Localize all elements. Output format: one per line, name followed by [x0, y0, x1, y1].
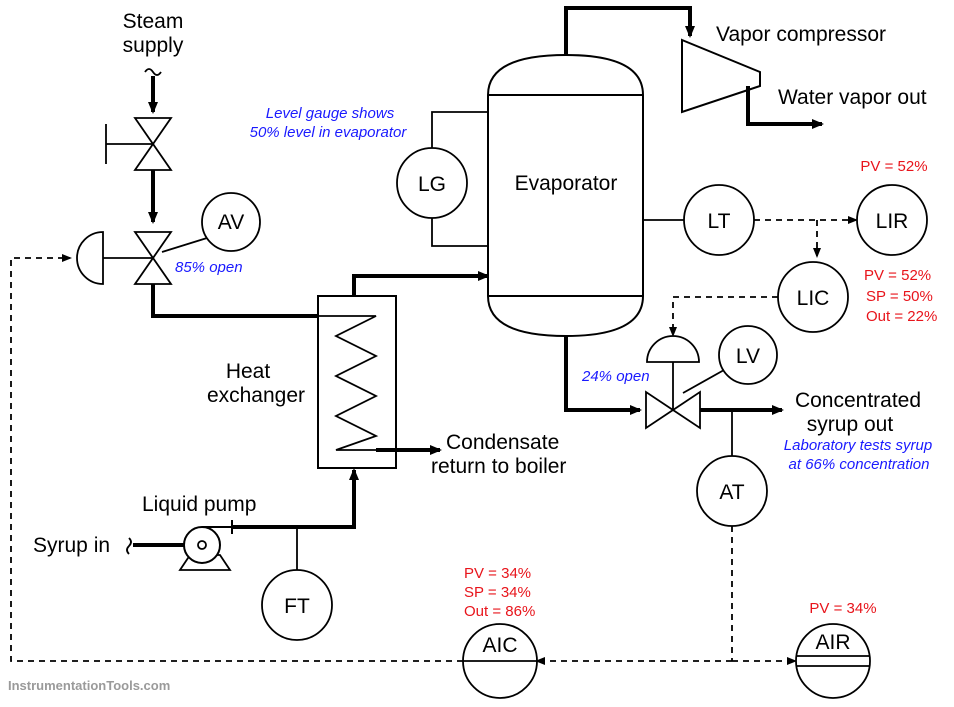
lv-tag: LV [736, 345, 760, 368]
break-symbol-icon [144, 68, 162, 76]
steam-supply: Steam supply [123, 10, 184, 114]
lg-bubble[interactable] [396, 147, 468, 219]
aic-tag: AIC [482, 634, 517, 657]
ft-bubble[interactable] [261, 569, 333, 641]
lv-open-note: 24% open [581, 368, 650, 385]
heat-exchanger-label-line1: Heat [226, 360, 271, 383]
aic-sp-reading: SP = 34% [464, 584, 531, 601]
vapor-compressor-label: Vapor compressor [716, 23, 886, 46]
av-open-note: 85% open [175, 259, 243, 276]
level-gauge-note-line1: Level gauge shows [266, 105, 395, 122]
concentrated-label-line1: Concentrated [795, 389, 921, 412]
lg-tag: LG [418, 173, 446, 196]
lir-pv-reading: PV = 52% [860, 158, 927, 175]
av-bubble[interactable] [201, 192, 261, 252]
lir-tag: LIR [876, 210, 909, 233]
steam-supply-label-line1: Steam [123, 10, 184, 33]
av-link [161, 237, 208, 253]
water-vapor-out-pipe [746, 86, 824, 129]
manual-steam-valve[interactable] [105, 117, 173, 171]
evaporator-vessel [487, 53, 644, 338]
av-tag: AV [218, 211, 244, 234]
steam-control-valve[interactable] [76, 231, 173, 285]
steam-to-hx-pipe [151, 284, 318, 318]
evaporator-label: Evaporator [515, 172, 618, 195]
at-tag: AT [719, 481, 744, 504]
lic-out-reading: Out = 22% [866, 308, 937, 325]
break-symbol-icon [126, 537, 132, 555]
lic-tag: LIC [797, 287, 830, 310]
evaporator-outlet-pipe [564, 336, 642, 415]
vapor-to-compressor-pipe [564, 6, 695, 55]
air-bubble[interactable] [795, 623, 871, 699]
liquid-pump-label: Liquid pump [142, 493, 256, 516]
aic-out-reading: Out = 86% [464, 603, 535, 620]
valve-actuator-icon [646, 335, 700, 363]
heat-exchanger-label-line2: exchanger [207, 384, 305, 407]
lir-bubble[interactable] [856, 184, 928, 256]
syrup-in-label: Syrup in [33, 534, 110, 557]
lv-bubble[interactable] [718, 325, 778, 385]
lv-link [682, 369, 725, 394]
level-gauge-note-line2: 50% level in evaporator [250, 124, 408, 141]
air-pv-reading: PV = 34% [809, 600, 876, 617]
lic-pv-reading: PV = 52% [864, 267, 931, 284]
valve-actuator-icon [76, 231, 104, 285]
lab-tests-note-line1: Laboratory tests syrup [784, 437, 932, 454]
condensate-label-line1: Condensate [446, 431, 559, 454]
concentrated-label-line2: syrup out [807, 413, 894, 436]
air-tag: AIR [815, 631, 850, 654]
condensate-label-line2: return to boiler [431, 455, 566, 478]
ft-tag: FT [284, 595, 310, 618]
lt-tag: LT [708, 210, 731, 233]
water-vapor-out-label: Water vapor out [778, 86, 927, 109]
level-control-valve[interactable] [645, 335, 701, 430]
watermark-text: InstrumentationTools.com [8, 678, 170, 693]
aic-to-av-signal [10, 254, 463, 662]
pump-to-hx-pipe [232, 468, 359, 529]
aic-pv-reading: PV = 34% [464, 565, 531, 582]
lic-to-lv-signal [669, 296, 778, 337]
hx-to-evaporator-pipe [352, 271, 490, 296]
steam-supply-label-line2: supply [123, 34, 184, 57]
heat-exchanger [317, 295, 397, 469]
vapor-compressor[interactable] [681, 38, 761, 114]
lg-connection [431, 111, 488, 247]
lic-sp-reading: SP = 50% [866, 288, 933, 305]
lab-tests-note-line2: at 66% concentration [789, 456, 930, 473]
liquid-pump[interactable] [178, 520, 233, 571]
